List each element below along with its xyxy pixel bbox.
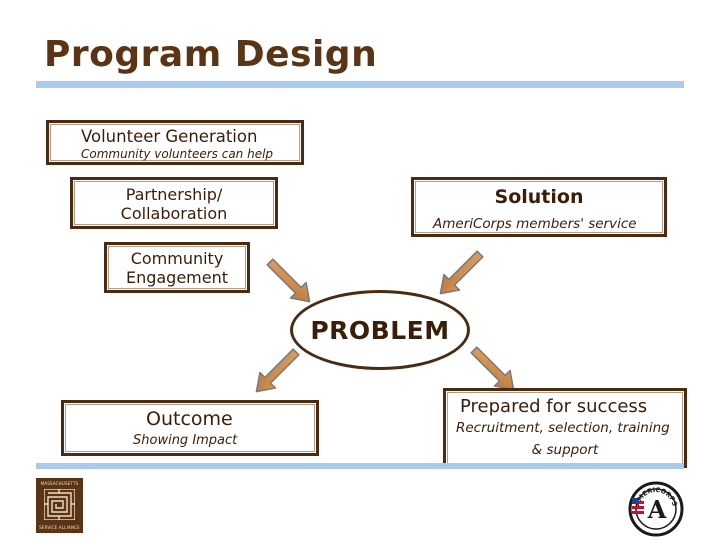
arrow-down-right-icon: [266, 258, 311, 303]
arrow-down-left-icon: [439, 250, 484, 295]
prepared-for-success-box: Prepared for success Recruitment, select…: [443, 388, 687, 468]
flag-icon: [632, 498, 644, 514]
community-engagement-title: Community Engagement: [125, 249, 229, 287]
community-engagement-box: Community Engagement: [104, 242, 250, 293]
solution-subtitle: AmeriCorps members' service: [433, 216, 637, 232]
bottom-divider: [36, 463, 684, 469]
partnership-collaboration-box: Partnership/ Collaboration: [70, 177, 278, 229]
logo-caption-top: MASSACHUSETTS: [40, 481, 79, 486]
prepared-subtitle-line1: Recruitment, selection, training: [456, 420, 670, 436]
volunteer-generation-title: Volunteer Generation: [81, 127, 258, 146]
logo-caption-bottom: SERVICE ALLIANCE: [39, 525, 80, 530]
problem-ellipse: PROBLEM: [290, 290, 470, 370]
top-divider: [36, 81, 684, 88]
prepared-title: Prepared for success: [460, 396, 648, 417]
arrow-outcome-icon: [255, 348, 300, 393]
page-title: Program Design: [44, 34, 378, 75]
prepared-subtitle-line2: & support: [531, 442, 599, 458]
outcome-box: Outcome Showing Impact: [61, 400, 319, 456]
americorps-logo: AMERICORPS A: [628, 481, 684, 537]
outcome-title: Outcome: [146, 408, 233, 430]
americorps-letter: A: [647, 495, 667, 524]
arrow-prepared-icon: [470, 346, 515, 391]
massachusetts-service-alliance-logo: MASSACHUSETTS SERVICE ALLIANCE: [36, 478, 83, 533]
maze-icon: [44, 489, 75, 520]
volunteer-generation-box: Volunteer Generation Community volunteer…: [46, 120, 304, 165]
volunteer-generation-subtitle: Community volunteers can help: [81, 147, 274, 161]
solution-box: Solution AmeriCorps members' service: [411, 177, 667, 237]
solution-title: Solution: [494, 186, 584, 208]
partnership-collaboration-title: Partnership/ Collaboration: [120, 185, 228, 223]
outcome-subtitle: Showing Impact: [133, 433, 238, 448]
